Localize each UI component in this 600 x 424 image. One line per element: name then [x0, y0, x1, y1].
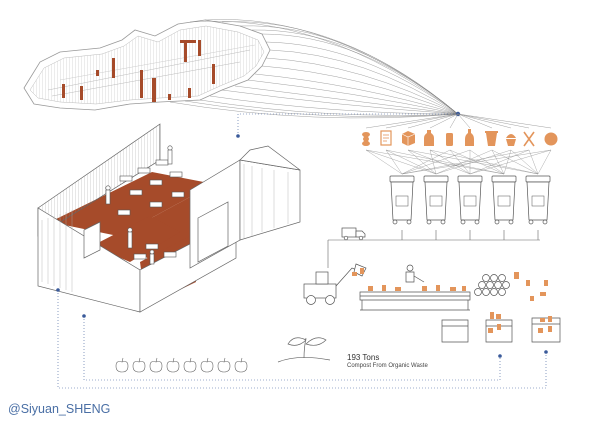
fan-line	[248, 80, 458, 114]
apple-icon	[235, 358, 247, 372]
icon-bin-link	[408, 150, 470, 174]
fan-line	[222, 22, 458, 114]
waste-bin	[458, 176, 482, 224]
fan-line	[270, 50, 458, 114]
apple-icon	[201, 358, 213, 372]
compost-amount: 193 Tons	[347, 353, 379, 362]
container-3	[532, 318, 560, 342]
icon-bin-link	[366, 150, 402, 174]
hub-icon-link	[458, 114, 492, 128]
fan-line	[252, 30, 458, 114]
icon-bin-link	[529, 150, 538, 174]
waste-bin	[424, 176, 448, 224]
apple-icon	[133, 358, 145, 372]
receipt-icon	[381, 131, 391, 145]
icon-bin-link	[366, 150, 436, 174]
hub-icon-link	[458, 114, 529, 128]
fan-line	[200, 100, 458, 115]
icon-bin-link	[386, 150, 504, 174]
fan-line	[262, 34, 458, 114]
box-icon	[402, 131, 415, 146]
waste-bin	[492, 176, 516, 224]
apples-row	[116, 358, 247, 372]
sprout-icon	[278, 338, 330, 362]
icon-bin-link	[386, 150, 402, 174]
bales-stack	[475, 275, 510, 296]
utensils-icon	[524, 132, 534, 146]
can-icon	[446, 133, 453, 146]
loader-vehicle	[304, 264, 366, 305]
icon-bin-link	[492, 150, 504, 174]
compost-caption: Compost From Organic Waste	[347, 363, 428, 369]
fan-line	[240, 26, 458, 114]
apple-icon	[150, 358, 162, 372]
waste-bins	[390, 176, 550, 224]
bins-connector	[328, 240, 540, 268]
ball-icon	[545, 133, 558, 146]
bottle-icon	[424, 130, 434, 146]
site-plan	[24, 20, 270, 110]
icons-to-bins-lines	[366, 150, 551, 174]
icon-bin-link	[538, 150, 551, 174]
hub-icon-link	[386, 114, 458, 128]
waste-bin	[526, 176, 550, 224]
fan-line	[170, 102, 458, 118]
icon-bin-link	[386, 150, 436, 174]
waste-bin	[390, 176, 414, 224]
wine-bottle-icon	[465, 129, 474, 146]
hub-icon-link	[458, 114, 551, 128]
isometric-building	[38, 124, 300, 312]
apple-icon	[116, 358, 128, 372]
worker-figure	[406, 265, 424, 282]
fan-line	[262, 66, 458, 114]
apple-icon	[184, 358, 196, 372]
conveyor-belt	[360, 292, 470, 310]
bin-drop-lines	[402, 230, 538, 240]
cup-icon	[485, 131, 498, 146]
apple-icon	[167, 358, 179, 372]
hub-icon-link	[458, 114, 511, 128]
icon-bin-link	[402, 150, 551, 174]
processing-line	[304, 264, 510, 310]
truck-icon	[342, 228, 365, 240]
cupcake-icon	[506, 134, 516, 146]
apple-core-icon	[362, 132, 370, 146]
container-1	[442, 320, 468, 342]
apple-icon	[218, 358, 230, 372]
author-credit: @Siyuan_SHENG	[8, 402, 110, 416]
waste-icons-row	[362, 129, 558, 146]
